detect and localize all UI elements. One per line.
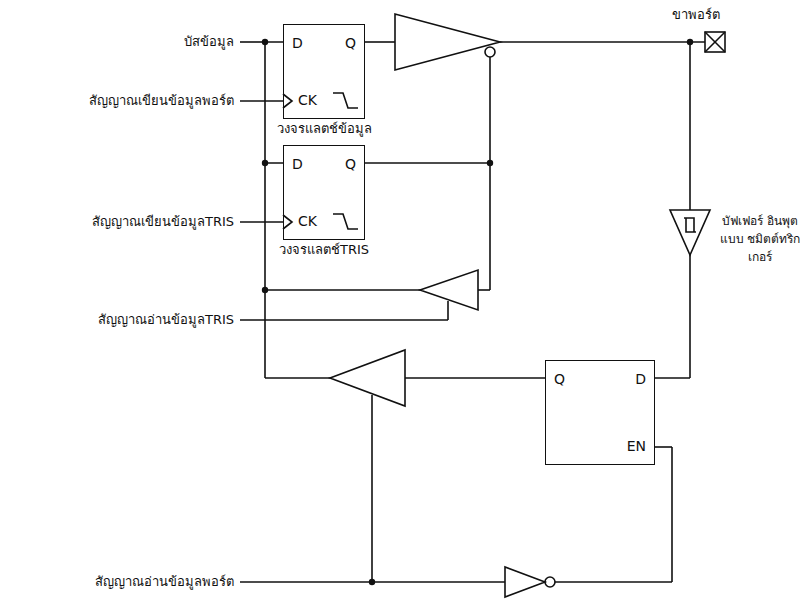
bus-label: บัสข้อมูล	[10, 33, 234, 51]
signal-name: สัญญาณอ่านข้อมูลพอร์ต	[10, 573, 234, 591]
pin-name: ขาพอร์ต	[672, 6, 782, 24]
flip-flop-box: DQCKวงจรแลตช์TRIS	[283, 145, 365, 240]
pin-label: Q	[345, 35, 356, 51]
pin-label: CK	[298, 92, 317, 108]
pin-label: EN	[627, 438, 646, 454]
pin-label: CK	[298, 213, 317, 229]
pin-label: D	[292, 156, 303, 172]
pin-label: D	[635, 371, 646, 387]
pin-label: Q	[554, 371, 565, 387]
latch-caption: วงจรแลตช์ข้อมูล	[275, 121, 374, 137]
pin-label: D	[292, 35, 303, 51]
signal-name: สัญญาณอ่านข้อมูลTRIS	[10, 311, 234, 329]
flip-flop-box: Q D EN	[545, 360, 655, 465]
pin-label: Q	[345, 156, 356, 172]
flip-flop-box: DQCKวงจรแลตช์ข้อมูล	[283, 24, 365, 119]
buffer-label: บัฟเฟอร์ อินพุตแบบ ชมิตต์ทริกเกอร์	[714, 212, 806, 266]
bus-connector	[265, 42, 283, 163]
latch-caption: วงจรแลตช์TRIS	[277, 242, 371, 258]
signal-name: สัญญาณเขียนข้อมูลพอร์ต	[10, 92, 234, 110]
signal-name: สัญญาณเขียนข้อมูลTRIS	[10, 213, 234, 231]
